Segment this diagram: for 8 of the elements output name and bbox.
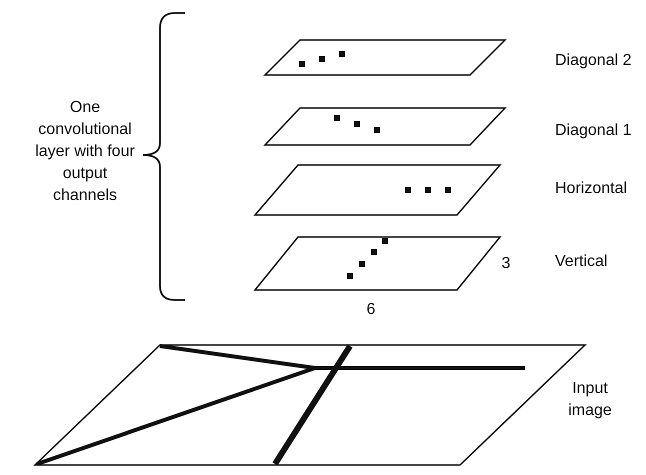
bracket-label: One convolutional layer with four output channels: [34, 98, 136, 206]
channel-label: Input image: [567, 379, 613, 421]
channel-label: Vertical: [555, 253, 608, 271]
channel-label: Diagonal 2: [555, 52, 632, 70]
channel-label: Diagonal 1: [555, 122, 632, 140]
channel-label: Horizontal: [555, 180, 628, 198]
dimension-label: 3: [500, 254, 512, 274]
dimension-label: 6: [366, 300, 376, 320]
